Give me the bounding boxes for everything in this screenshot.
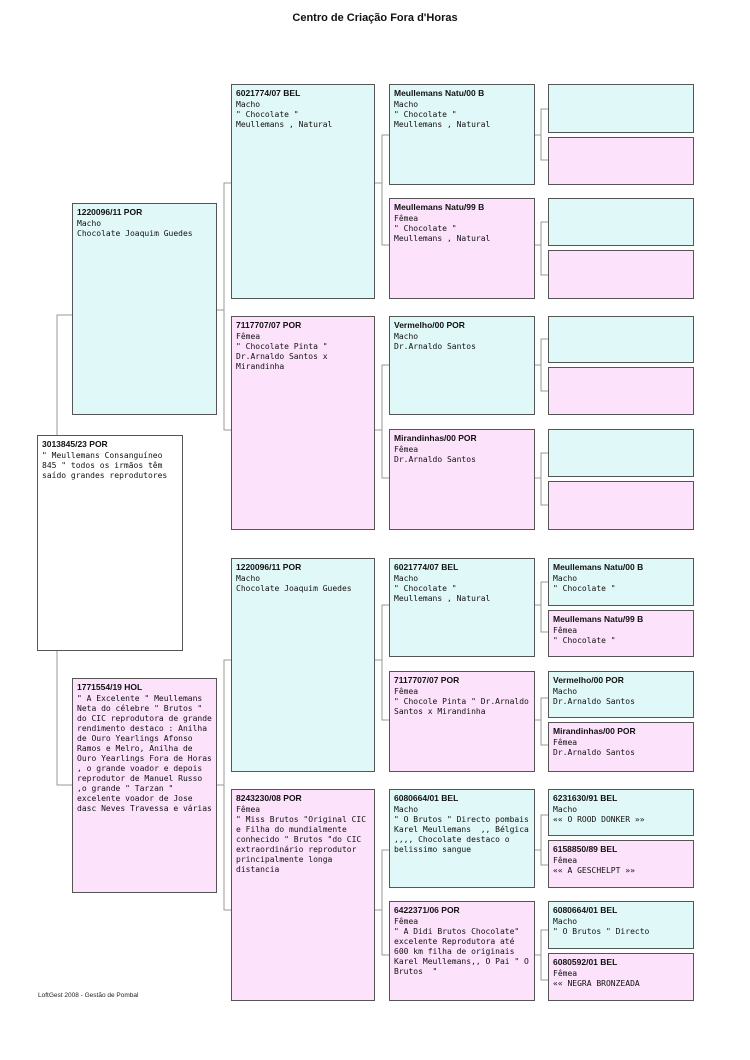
ancestor-card[interactable]: Meullemans Natu/00 B Macho " Chocolate "	[548, 558, 694, 606]
ring-number: 3013845/23 POR	[42, 439, 108, 449]
empty-ancestor-card[interactable]	[548, 481, 694, 530]
ring-number: 6021774/07 BEL	[236, 88, 301, 98]
empty-ancestor-card[interactable]	[548, 367, 694, 415]
bird-description: Fêmea " A Didi Brutos Chocolate" excelen…	[394, 917, 529, 976]
great-grandparent-card[interactable]: 7117707/07 POR Fêmea " Chocole Pinta " D…	[389, 671, 535, 772]
ring-number: Vermelho/00 POR	[553, 675, 624, 685]
subject-bird-card[interactable]: 3013845/23 POR " Meullemans Consanguíneo…	[37, 435, 183, 651]
great-grandparent-card[interactable]: Mirandinhas/00 POR Fêmea Dr.Arnaldo Sant…	[389, 429, 535, 530]
ancestor-card[interactable]: Vermelho/00 POR Macho Dr.Arnaldo Santos	[548, 671, 694, 718]
bird-description: Fêmea " Chocolate " Meullemans , Natural	[394, 214, 491, 243]
ring-number: 8243230/08 POR	[236, 793, 302, 803]
bird-description: " A Excelente " Meullemans Neta do céleb…	[77, 694, 217, 813]
ancestor-card[interactable]: Mirandinhas/00 POR Fêmea Dr.Arnaldo Sant…	[548, 722, 694, 772]
bird-description: Macho " Chocolate " Meullemans , Natural	[394, 100, 491, 129]
ring-number: 7117707/07 POR	[236, 320, 302, 330]
bird-description: Fêmea «« A GESCHELPT »»	[553, 856, 635, 875]
bird-description: Fêmea «« NEGRA BRONZEADA	[553, 969, 640, 988]
empty-ancestor-card[interactable]	[548, 84, 694, 133]
ring-number: 6080664/01 BEL	[553, 905, 618, 915]
ring-number: 7117707/07 POR	[394, 675, 460, 685]
great-grandparent-card[interactable]: 6080664/01 BEL Macho " O Brutos " Direct…	[389, 789, 535, 888]
ring-number: Meullemans Natu/00 B	[553, 562, 644, 572]
footer-credit: LoftGest 2008 - Gestão de Pombal	[38, 992, 139, 999]
paternal-grandfather-card[interactable]: 6021774/07 BEL Macho " Chocolate " Meull…	[231, 84, 375, 299]
ring-number: 1771554/19 HOL	[77, 682, 143, 692]
ring-number: 6158850/89 BEL	[553, 844, 618, 854]
bird-description: Fêmea " Chocolate "	[553, 626, 616, 645]
empty-ancestor-card[interactable]	[548, 137, 694, 185]
ancestor-card[interactable]: 6080592/01 BEL Fêmea «« NEGRA BRONZEADA	[548, 953, 694, 1001]
bird-description: Macho «« O ROOD DONKER »»	[553, 805, 645, 824]
ancestor-card[interactable]: 6158850/89 BEL Fêmea «« A GESCHELPT »»	[548, 840, 694, 888]
page-title: Centro de Criação Fora d'Horas	[292, 12, 458, 24]
empty-ancestor-card[interactable]	[548, 198, 694, 246]
bird-description: Macho " Chocolate "	[553, 574, 616, 593]
ring-number: 6231630/91 BEL	[553, 793, 618, 803]
empty-ancestor-card[interactable]	[548, 250, 694, 299]
ancestor-card[interactable]: 6080664/01 BEL Macho " O Brutos " Direct…	[548, 901, 694, 949]
great-grandparent-card[interactable]: Meullemans Natu/99 B Fêmea " Chocolate "…	[389, 198, 535, 299]
bird-description: Fêmea " Chocolate Pinta " Dr.Arnaldo San…	[236, 332, 328, 371]
ring-number: 6080664/01 BEL	[394, 793, 459, 803]
ring-number: Mirandinhas/00 POR	[553, 726, 636, 736]
bird-description: Macho Dr.Arnaldo Santos	[553, 687, 635, 706]
ring-number: 6021774/07 BEL	[394, 562, 459, 572]
maternal-grandmother-card[interactable]: 8243230/08 POR Fêmea " Miss Brutos "Orig…	[231, 789, 375, 1001]
bird-description: " Meullemans Consanguíneo 845 " todos os…	[42, 451, 168, 480]
empty-ancestor-card[interactable]	[548, 316, 694, 363]
bird-description: Fêmea " Miss Brutos "Original CIC e Filh…	[236, 805, 367, 874]
bird-description: Macho " Chocolate " Meullemans , Natural	[394, 574, 491, 603]
paternal-grandmother-card[interactable]: 7117707/07 POR Fêmea " Chocolate Pinta "…	[231, 316, 375, 530]
ancestor-card[interactable]: 6231630/91 BEL Macho «« O ROOD DONKER »»	[548, 789, 694, 836]
bird-description: Macho Chocolate Joaquim Guedes	[236, 574, 352, 593]
bird-description: Fêmea Dr.Arnaldo Santos	[553, 738, 635, 757]
great-grandparent-card[interactable]: Vermelho/00 POR Macho Dr.Arnaldo Santos	[389, 316, 535, 415]
maternal-grandfather-card[interactable]: 1220096/11 POR Macho Chocolate Joaquim G…	[231, 558, 375, 772]
bird-description: Macho Chocolate Joaquim Guedes	[77, 219, 193, 238]
great-grandparent-card[interactable]: Meullemans Natu/00 B Macho " Chocolate "…	[389, 84, 535, 185]
ring-number: Meullemans Natu/99 B	[553, 614, 644, 624]
ring-number: 1220096/11 POR	[236, 562, 302, 572]
great-grandparent-card[interactable]: 6021774/07 BEL Macho " Chocolate " Meull…	[389, 558, 535, 657]
ring-number: Meullemans Natu/00 B	[394, 88, 485, 98]
ancestor-card[interactable]: Meullemans Natu/99 B Fêmea " Chocolate "	[548, 610, 694, 657]
ring-number: 1220096/11 POR	[77, 207, 143, 217]
ring-number: Vermelho/00 POR	[394, 320, 465, 330]
ring-number: Mirandinhas/00 POR	[394, 433, 477, 443]
bird-description: Macho " O Brutos " Directo	[553, 917, 650, 936]
bird-description: Macho " Chocolate " Meullemans , Natural	[236, 100, 333, 129]
bird-description: Fêmea " Chocole Pinta " Dr.Arnaldo Santo…	[394, 687, 529, 716]
bird-description: Macho Dr.Arnaldo Santos	[394, 332, 476, 351]
empty-ancestor-card[interactable]	[548, 429, 694, 477]
mother-card[interactable]: 1771554/19 HOL " A Excelente " Meulleman…	[72, 678, 217, 893]
ring-number: 6080592/01 BEL	[553, 957, 618, 967]
bird-description: Macho " O Brutos " Directo pombais Karel…	[394, 805, 529, 854]
ring-number: Meullemans Natu/99 B	[394, 202, 485, 212]
father-card[interactable]: 1220096/11 POR Macho Chocolate Joaquim G…	[72, 203, 217, 415]
ring-number: 6422371/06 POR	[394, 905, 460, 915]
bird-description: Fêmea Dr.Arnaldo Santos	[394, 445, 476, 464]
great-grandparent-card[interactable]: 6422371/06 POR Fêmea " A Didi Brutos Cho…	[389, 901, 535, 1001]
